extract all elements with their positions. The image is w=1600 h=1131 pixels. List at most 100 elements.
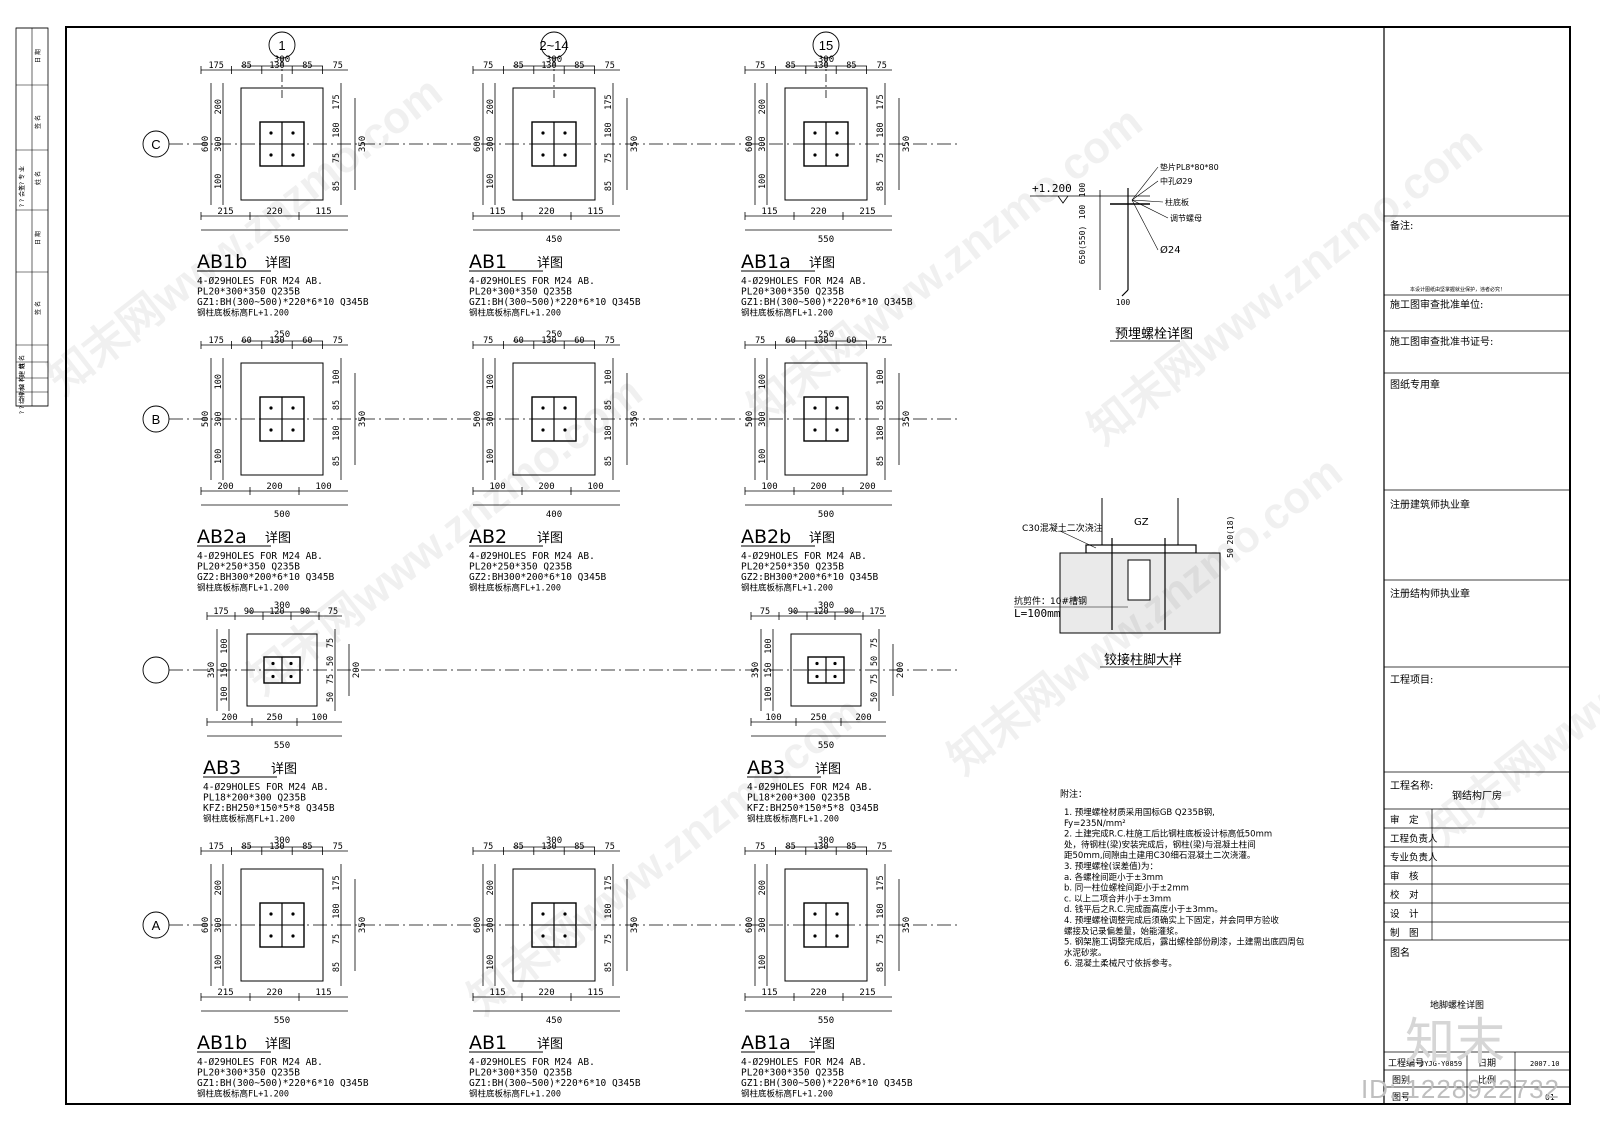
axis-label: A: [152, 918, 161, 933]
dimension-label: 350: [358, 411, 368, 427]
plate-spec: GZ1:BH(300~500)*220*6*10 Q345B: [469, 297, 641, 308]
note-line: 2. 土建完成R.C.柱施工后比钢柱底板设计标高低50mm: [1064, 829, 1272, 840]
dimension-label: 220: [810, 988, 826, 998]
dimension-label: 300: [546, 55, 562, 65]
anchor-hole: [291, 406, 295, 410]
dimension-label: 180: [604, 425, 614, 440]
shear-key: [1127, 559, 1151, 601]
dimension-label: 75: [326, 638, 336, 648]
signoff-label: 制 图: [1390, 927, 1419, 939]
note-line: c. 以上二项合并小于±3mm: [1064, 893, 1171, 904]
plate-spec: KFZ:BH250*150*5*8 Q345B: [203, 803, 335, 814]
anchor-hole: [291, 131, 295, 135]
dimension-label: 200: [758, 99, 768, 114]
dimension-label: 300: [758, 136, 768, 151]
structural-seal-label: 注册结构师执业章: [1390, 587, 1470, 600]
dimension-label: 500: [745, 411, 755, 427]
dimension-label: 75: [604, 934, 614, 944]
dimension-label: 120: [269, 607, 284, 617]
dimension-label: 115: [761, 207, 777, 217]
base-plate: [240, 362, 324, 476]
base-plate: [784, 87, 868, 201]
dimension-label: 85: [785, 842, 795, 852]
dimension-label: 300: [274, 601, 290, 611]
dimension-label: 300: [818, 836, 834, 846]
sheet-type-label: 图别: [1392, 1075, 1410, 1086]
plate-spec: PL20*300*350 Q235B: [741, 287, 844, 298]
dimension-label: 550: [274, 1016, 290, 1026]
dimension-label: 50: [870, 656, 880, 666]
dimension-label: 200: [214, 99, 224, 114]
dimension-label: 130: [269, 842, 284, 852]
dimension-label: 600: [473, 136, 483, 152]
anchor-hole: [269, 428, 273, 432]
dimension-label: 350: [902, 917, 912, 933]
anchor-hole: [291, 153, 295, 157]
anchor-hole: [563, 153, 567, 157]
date-value: 2007.10: [1530, 1060, 1560, 1068]
dimension-label: 90: [844, 607, 854, 617]
detail-title-suffix: 详图: [815, 762, 841, 777]
anchor-hole: [563, 428, 567, 432]
dimension-label: 200: [810, 482, 826, 492]
dimension-label: 85: [876, 181, 886, 191]
dimension-label: 130: [813, 842, 828, 852]
anchor-hole: [541, 131, 545, 135]
dimension-label: 175: [876, 875, 886, 890]
anchor-hole: [541, 428, 545, 432]
dimension-label: 350: [630, 136, 640, 152]
detail-title-suffix: 详图: [537, 1037, 563, 1052]
dimension-label: 75: [604, 153, 614, 163]
note-line: 距50mm,间隙由土建用C30细石混凝土二次浇灌。: [1064, 850, 1255, 861]
detail-title-suffix: 详图: [809, 531, 835, 546]
dimension-label: 200: [855, 713, 871, 723]
axis-label: C: [151, 137, 160, 152]
project-no: JYJG-Y0859: [1420, 1060, 1462, 1068]
dimension-label: 600: [745, 136, 755, 152]
anchor-hole: [541, 406, 545, 410]
dimension-label: 90: [300, 607, 310, 617]
dimension-label: 130: [541, 842, 556, 852]
note-line: d. 钱平后之R.C.完成面高度小于±3mm。: [1064, 904, 1223, 915]
anchor-hole: [813, 153, 817, 157]
dimension-label: 130: [541, 61, 556, 71]
dimension-label: 150: [764, 662, 774, 677]
dimension-label: 300: [214, 917, 224, 932]
dimension-label: 85: [846, 61, 856, 71]
drawing-line: [1131, 199, 1169, 219]
plate-spec: GZ1:BH(300~500)*220*6*10 Q345B: [741, 297, 913, 308]
plate-spec: KFZ:BH250*150*5*8 Q345B: [747, 803, 879, 814]
dimension-label: 115: [489, 207, 505, 217]
base-plate: [246, 633, 318, 707]
dimension-label: 75: [333, 842, 343, 852]
note-line: 5. 钢架施工调整完成后，露出螺栓部份刷漆，土建需出底四周包: [1064, 937, 1305, 948]
plate-spec: 钢柱底板标高FL+1.200: [197, 308, 289, 319]
anchor-hole: [541, 153, 545, 157]
dimension-label: 180: [604, 122, 614, 137]
detail-title: AB1a: [741, 1032, 791, 1054]
dimension-label: 50: [326, 692, 336, 702]
dimension-label: 60: [785, 336, 795, 346]
dimension-label: 300: [274, 55, 290, 65]
dimension-label: 100: [315, 482, 331, 492]
dimension-label: 75: [483, 336, 493, 346]
dimension-label: 85: [604, 456, 614, 466]
dimension-label: 75: [755, 61, 765, 71]
note-line: Fy=235N/mm²: [1064, 819, 1126, 829]
base-plate: [512, 362, 596, 476]
anchor-hole: [813, 428, 817, 432]
dimension-label: 180: [332, 903, 342, 918]
dimension-label: 85: [846, 842, 856, 852]
scale-label: 比例: [1478, 1074, 1496, 1086]
strip-label: ? ? 结 构: [18, 376, 26, 400]
dimension-label: 100: [764, 686, 774, 701]
strip-label: ? ? 给排水: [18, 386, 26, 414]
dimension-label: 100: [761, 482, 777, 492]
plate-spec: GZ1:BH(300~500)*220*6*10 Q345B: [741, 1078, 913, 1089]
dimension-label: 250: [266, 713, 282, 723]
anchor-hole: [269, 406, 273, 410]
